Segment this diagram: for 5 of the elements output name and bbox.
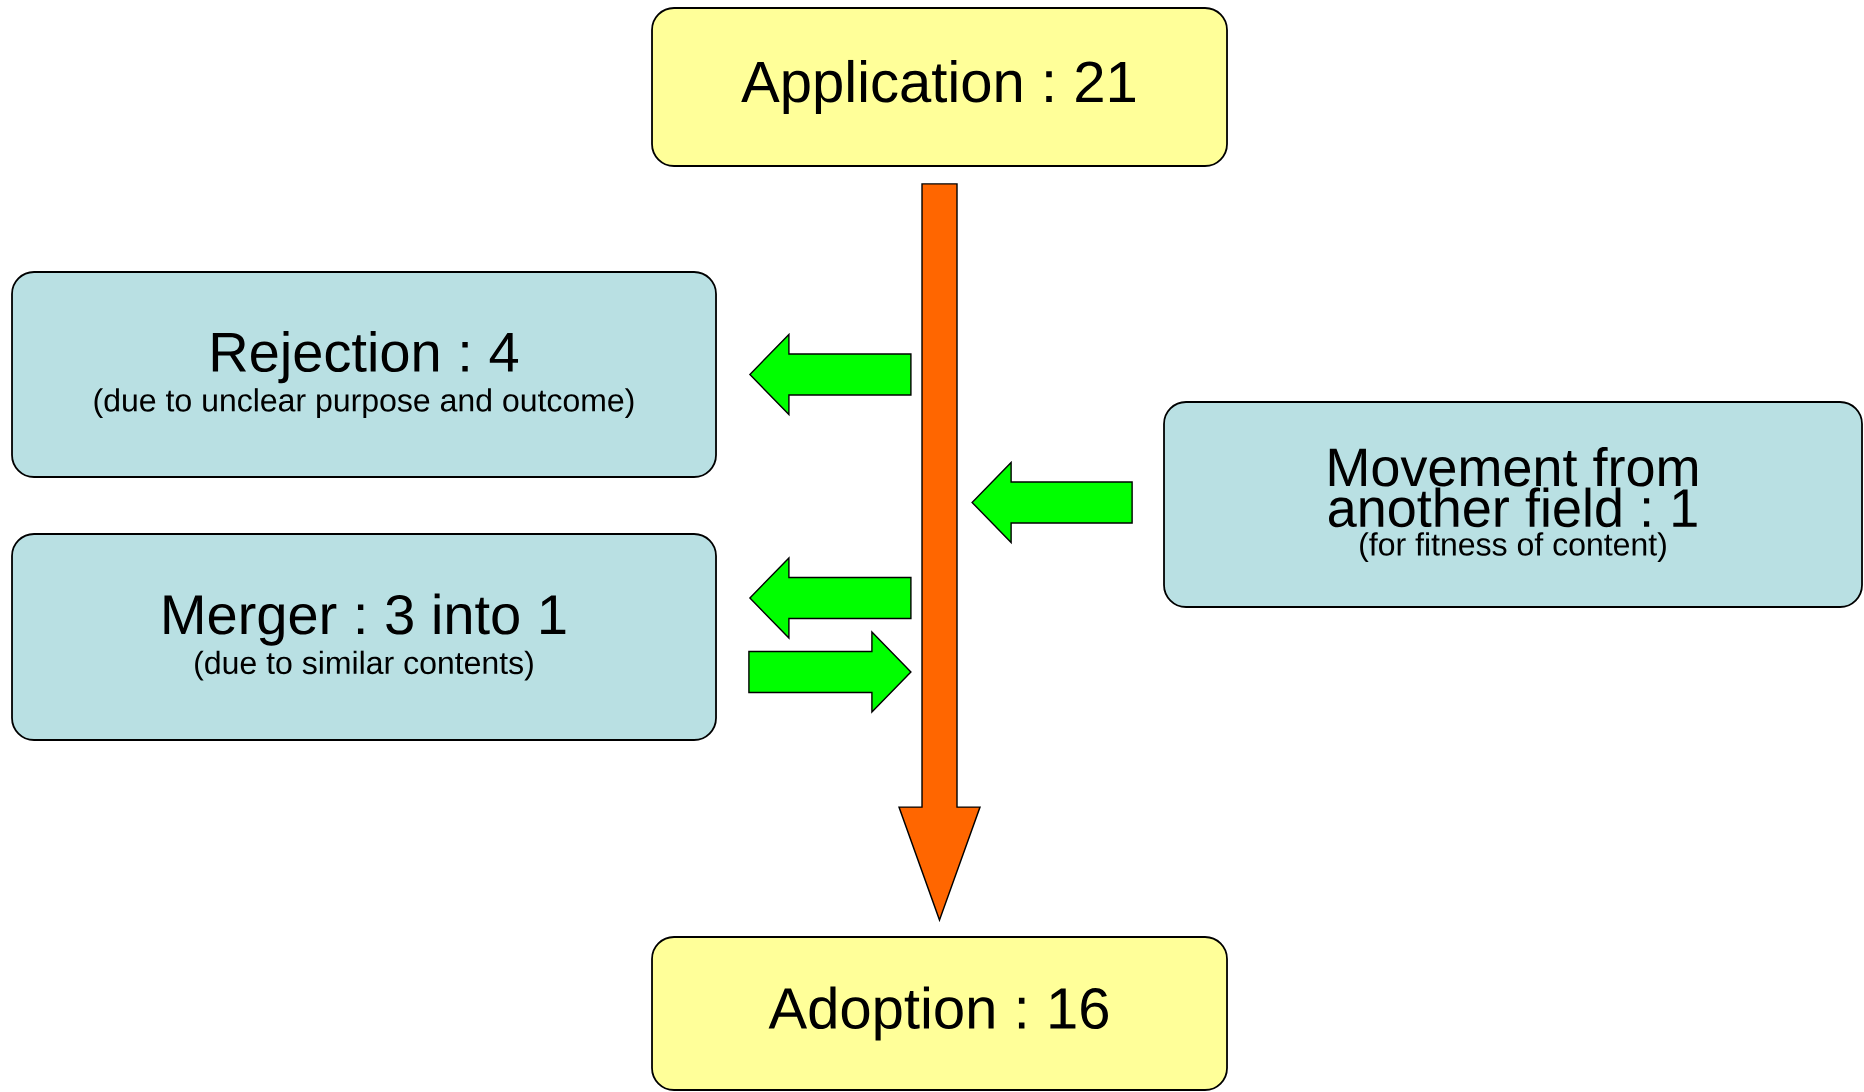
label-box: Application : 21 [651, 7, 1228, 167]
info-box: Movement from another field : 1 (for fitness of content) [1163, 401, 1863, 608]
label-box: Adoption : 16 [651, 936, 1228, 1091]
info-box: Rejection : 4 (due to unclear purpose and outcome) [11, 271, 717, 478]
info-box: Merger : 3 into 1 (due to similar contents) [11, 533, 717, 741]
